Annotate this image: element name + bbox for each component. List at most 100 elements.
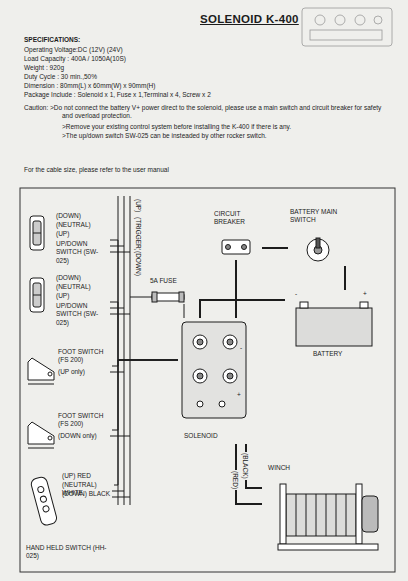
winch-drawing: [316, 494, 317, 536]
foot-switch: [28, 384, 54, 385]
solenoid-body: [219, 401, 225, 407]
spec-line: Dimension : 80mm(L) x 60mm(W) x 90mm(H): [24, 82, 155, 90]
solenoid-photo: [335, 15, 345, 25]
control-bus: [110, 246, 124, 247]
wire: [262, 247, 288, 249]
control-bus: [124, 196, 125, 505]
wire: [110, 240, 178, 360]
component-label: (NEUTRAL): [56, 221, 91, 229]
battery-symbol: [300, 302, 308, 308]
circuit-breaker: [222, 240, 250, 254]
control-bus: [112, 497, 130, 498]
control-bus: [110, 252, 130, 253]
control-bus: [110, 308, 124, 309]
spec-line: Package Include : Solenoid x 1, Fuse x 1…: [24, 91, 211, 99]
wire: [200, 300, 285, 318]
wire: [236, 444, 262, 504]
hand-held-switch: [42, 505, 49, 512]
circuit-breaker: [226, 245, 231, 250]
foot-switch: FOOT SWITCH (FS 200) (UP only): [26, 344, 112, 390]
solenoid-body: [223, 335, 237, 349]
battery-main-switch: [316, 238, 320, 248]
component-label: (UP) RED: [62, 472, 112, 480]
solenoid-photo: [302, 8, 392, 46]
cable-note: For the cable size, please refer to the …: [24, 166, 169, 174]
winch-drawing: [346, 494, 347, 536]
component-label: UP/DOWN SWITCH (SW-025): [56, 240, 108, 265]
battery-main-switch: [307, 239, 329, 261]
winch-drawing: [326, 494, 327, 536]
hand-held-switch: (UP) RED(NEUTRAL) WHITE(DOWN) BLACKHAND …: [26, 470, 114, 563]
rocker-switch: [30, 216, 44, 250]
control-bus: [110, 314, 130, 315]
hand-held-switch: [40, 496, 47, 503]
control-bus: [130, 196, 131, 505]
control-bus: [110, 196, 152, 505]
rocker-switch: [30, 216, 44, 250]
battery-main-switch: BATTERY MAIN SWITCH: [288, 206, 350, 266]
foot-switch: [28, 358, 54, 384]
winch-drawing: [306, 494, 307, 536]
foot-switch: [28, 422, 54, 448]
updown-switch: (DOWN)(NEUTRAL)(UP)UP/DOWN SWITCH (SW-02…: [26, 212, 110, 267]
winch-drawing: [336, 494, 337, 536]
wire-color-label: (BLACK): [241, 452, 249, 480]
component-label: +: [363, 290, 367, 298]
solenoid-photo: [315, 15, 325, 25]
fuse: [179, 292, 184, 302]
rocker-switch: [33, 233, 41, 234]
component-label: BATTERY MAIN SWITCH: [290, 208, 348, 225]
hand-held-switch: [30, 476, 58, 527]
fuse: [152, 292, 157, 302]
solenoid-body: [197, 339, 203, 345]
wire: [112, 360, 178, 430]
control-bus: [112, 491, 124, 492]
component-label: FOOT SWITCH (FS 200): [58, 412, 110, 429]
component-label: (UP): [56, 292, 69, 300]
spec-heading: SPECIFICATIONS:: [24, 36, 80, 44]
winch-drawing: [296, 494, 297, 536]
solenoid-body: [193, 369, 207, 383]
solenoid-body: [227, 339, 233, 345]
foot-switch: [28, 422, 54, 444]
battery: -+BATTERY: [285, 290, 379, 362]
circuit-breaker: [242, 245, 247, 250]
wire: [110, 302, 178, 360]
wire: [184, 304, 185, 318]
terminal-sign: -: [240, 344, 242, 352]
wire-color-label: (RED): [231, 470, 239, 490]
wire: [344, 266, 346, 290]
updown-switch: (DOWN)(NEUTRAL)(UP)UP/DOWN SWITCH (SW-02…: [26, 274, 110, 329]
component-label: (DOWN): [56, 274, 81, 282]
foot-switch: [28, 358, 54, 380]
component-label: HAND HELD SWITCH (HH-025): [26, 544, 110, 561]
foot-switch: [28, 448, 54, 449]
solenoid-body: [197, 401, 203, 407]
wire: [235, 260, 237, 318]
winch-drawing: [278, 544, 378, 550]
winch-drawing: [278, 484, 378, 550]
foot-switch: FOOT SWITCH (FS 200) (DOWN only): [26, 408, 112, 454]
caution-note: >Remove your existing control system bef…: [62, 123, 384, 131]
hand-held-switch: [37, 486, 44, 493]
circuit-breaker: [222, 240, 250, 254]
winch-drawing: [362, 496, 378, 532]
solenoid-body: [197, 373, 203, 379]
fuse: 5A FUSE: [146, 276, 190, 304]
component-label: (DOWN only): [58, 432, 97, 440]
winch-drawing: [280, 484, 286, 544]
foot-switch: [48, 436, 52, 440]
rocker-switch: [30, 278, 44, 312]
component-label: 5A FUSE: [150, 277, 177, 285]
winch: WINCH: [262, 462, 382, 558]
component-label: (NEUTRAL): [56, 283, 91, 291]
solenoid-photo: [302, 8, 392, 46]
wire-name: (UP): [134, 198, 142, 213]
page-title: SOLENOID K-400: [200, 12, 299, 27]
wire: [112, 360, 178, 366]
component-label: FOOT SWITCH (FS 200): [58, 348, 110, 365]
solenoid-body: [227, 373, 233, 379]
foot-switch: [48, 372, 52, 376]
component-label: (UP only): [58, 368, 85, 376]
